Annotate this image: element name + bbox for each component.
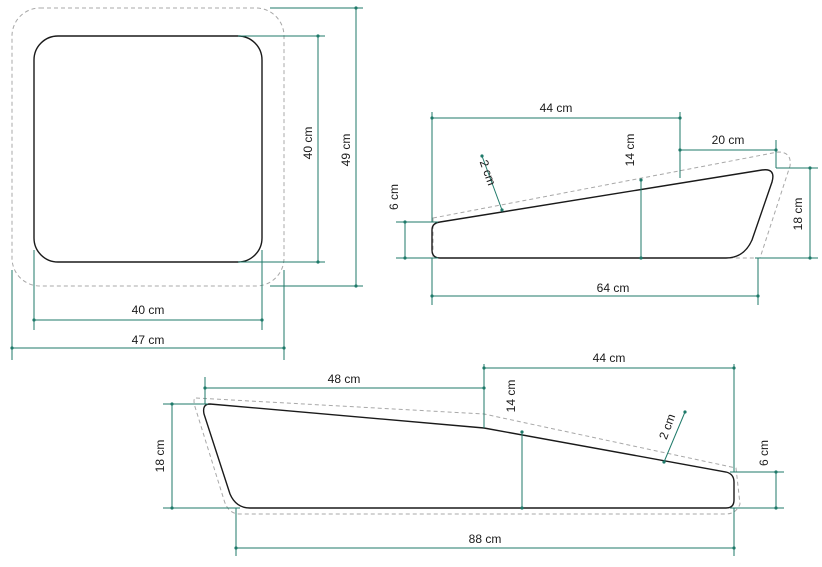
square-cushion-view: 40 cm 47 cm 40 cm 49 cm bbox=[11, 7, 363, 360]
small-wedge-front-height-label: 6 cm bbox=[387, 184, 401, 210]
dimension-endpoint bbox=[403, 220, 407, 224]
long-wedge-upper-length-label: 48 cm bbox=[328, 372, 361, 386]
square-inner-width-label: 40 cm bbox=[132, 303, 165, 317]
small-wedge-cover-thickness-label: 2 cm bbox=[477, 158, 499, 187]
dimension-endpoint bbox=[354, 284, 358, 288]
dimension-endpoint bbox=[482, 366, 486, 370]
dimension-endpoint bbox=[808, 256, 812, 260]
small-wedge-outline bbox=[431, 169, 774, 259]
dim-line-cover-thickness bbox=[481, 155, 503, 211]
square-inner-height-label: 40 cm bbox=[301, 127, 315, 160]
dimension-endpoint bbox=[316, 260, 320, 264]
small-wedge-mid-height-label: 14 cm bbox=[623, 134, 637, 167]
dimension-endpoint bbox=[354, 6, 358, 10]
small-wedge-rear-height-label: 18 cm bbox=[791, 198, 805, 231]
square-outer-height-label: 49 cm bbox=[339, 134, 353, 167]
small-wedge-step-length-label: 20 cm bbox=[712, 133, 745, 147]
dimension-endpoint bbox=[32, 318, 36, 322]
dimension-endpoint bbox=[639, 178, 643, 182]
dimension-endpoint bbox=[500, 208, 504, 212]
small-wedge-view: 44 cm 20 cm 14 cm 2 cm 6 cm 18 cm 64 cm bbox=[387, 101, 818, 305]
dimension-endpoint bbox=[678, 148, 682, 152]
long-wedge-outline bbox=[202, 403, 735, 509]
small-wedge-base-length-label: 64 cm bbox=[597, 281, 630, 295]
dimension-endpoint bbox=[520, 430, 524, 434]
dimension-endpoint bbox=[403, 256, 407, 260]
long-wedge-view: 48 cm 44 cm 14 cm 2 cm 18 cm 6 cm 88 cm bbox=[153, 351, 784, 556]
square-cover-outline bbox=[11, 7, 285, 287]
small-wedge-top-length-label: 44 cm bbox=[540, 101, 573, 115]
small-wedge-cover-outline bbox=[432, 151, 791, 259]
dimension-endpoint bbox=[732, 546, 736, 550]
dimension-endpoint bbox=[774, 506, 778, 510]
dimension-endpoint bbox=[520, 506, 524, 510]
long-wedge-mid-height-label: 14 cm bbox=[504, 380, 518, 413]
dimension-endpoint bbox=[683, 410, 687, 414]
dimension-endpoint bbox=[482, 386, 486, 390]
dimension-endpoint bbox=[234, 546, 238, 550]
dimension-endpoint bbox=[756, 294, 760, 298]
square-cushion-outline bbox=[33, 35, 263, 263]
dimension-endpoint bbox=[203, 386, 207, 390]
dimension-endpoint bbox=[282, 346, 286, 350]
dimension-endpoint bbox=[662, 460, 666, 464]
dimension-endpoint bbox=[316, 34, 320, 38]
dimension-endpoint bbox=[10, 346, 14, 350]
dimension-endpoint bbox=[430, 294, 434, 298]
dimension-endpoint bbox=[170, 402, 174, 406]
dimension-endpoint bbox=[260, 318, 264, 322]
long-wedge-lower-length-label: 44 cm bbox=[593, 351, 626, 365]
dimension-endpoint bbox=[774, 470, 778, 474]
square-outer-width-label: 47 cm bbox=[132, 333, 165, 347]
long-wedge-base-length-label: 88 cm bbox=[469, 532, 502, 546]
dimension-endpoint bbox=[808, 166, 812, 170]
dimension-endpoint bbox=[774, 148, 778, 152]
dim-line-cover-thickness bbox=[663, 411, 686, 463]
dimension-endpoint bbox=[678, 116, 682, 120]
long-wedge-cover-outline bbox=[193, 397, 741, 515]
dimension-endpoint bbox=[732, 366, 736, 370]
dimension-endpoint bbox=[639, 256, 643, 260]
dimension-ticks bbox=[10, 6, 812, 550]
long-wedge-front-height-label: 6 cm bbox=[757, 440, 771, 466]
long-wedge-rear-height-label: 18 cm bbox=[153, 440, 167, 473]
dimension-endpoint bbox=[170, 506, 174, 510]
dimension-endpoint bbox=[430, 116, 434, 120]
dimension-endpoint bbox=[480, 154, 484, 158]
